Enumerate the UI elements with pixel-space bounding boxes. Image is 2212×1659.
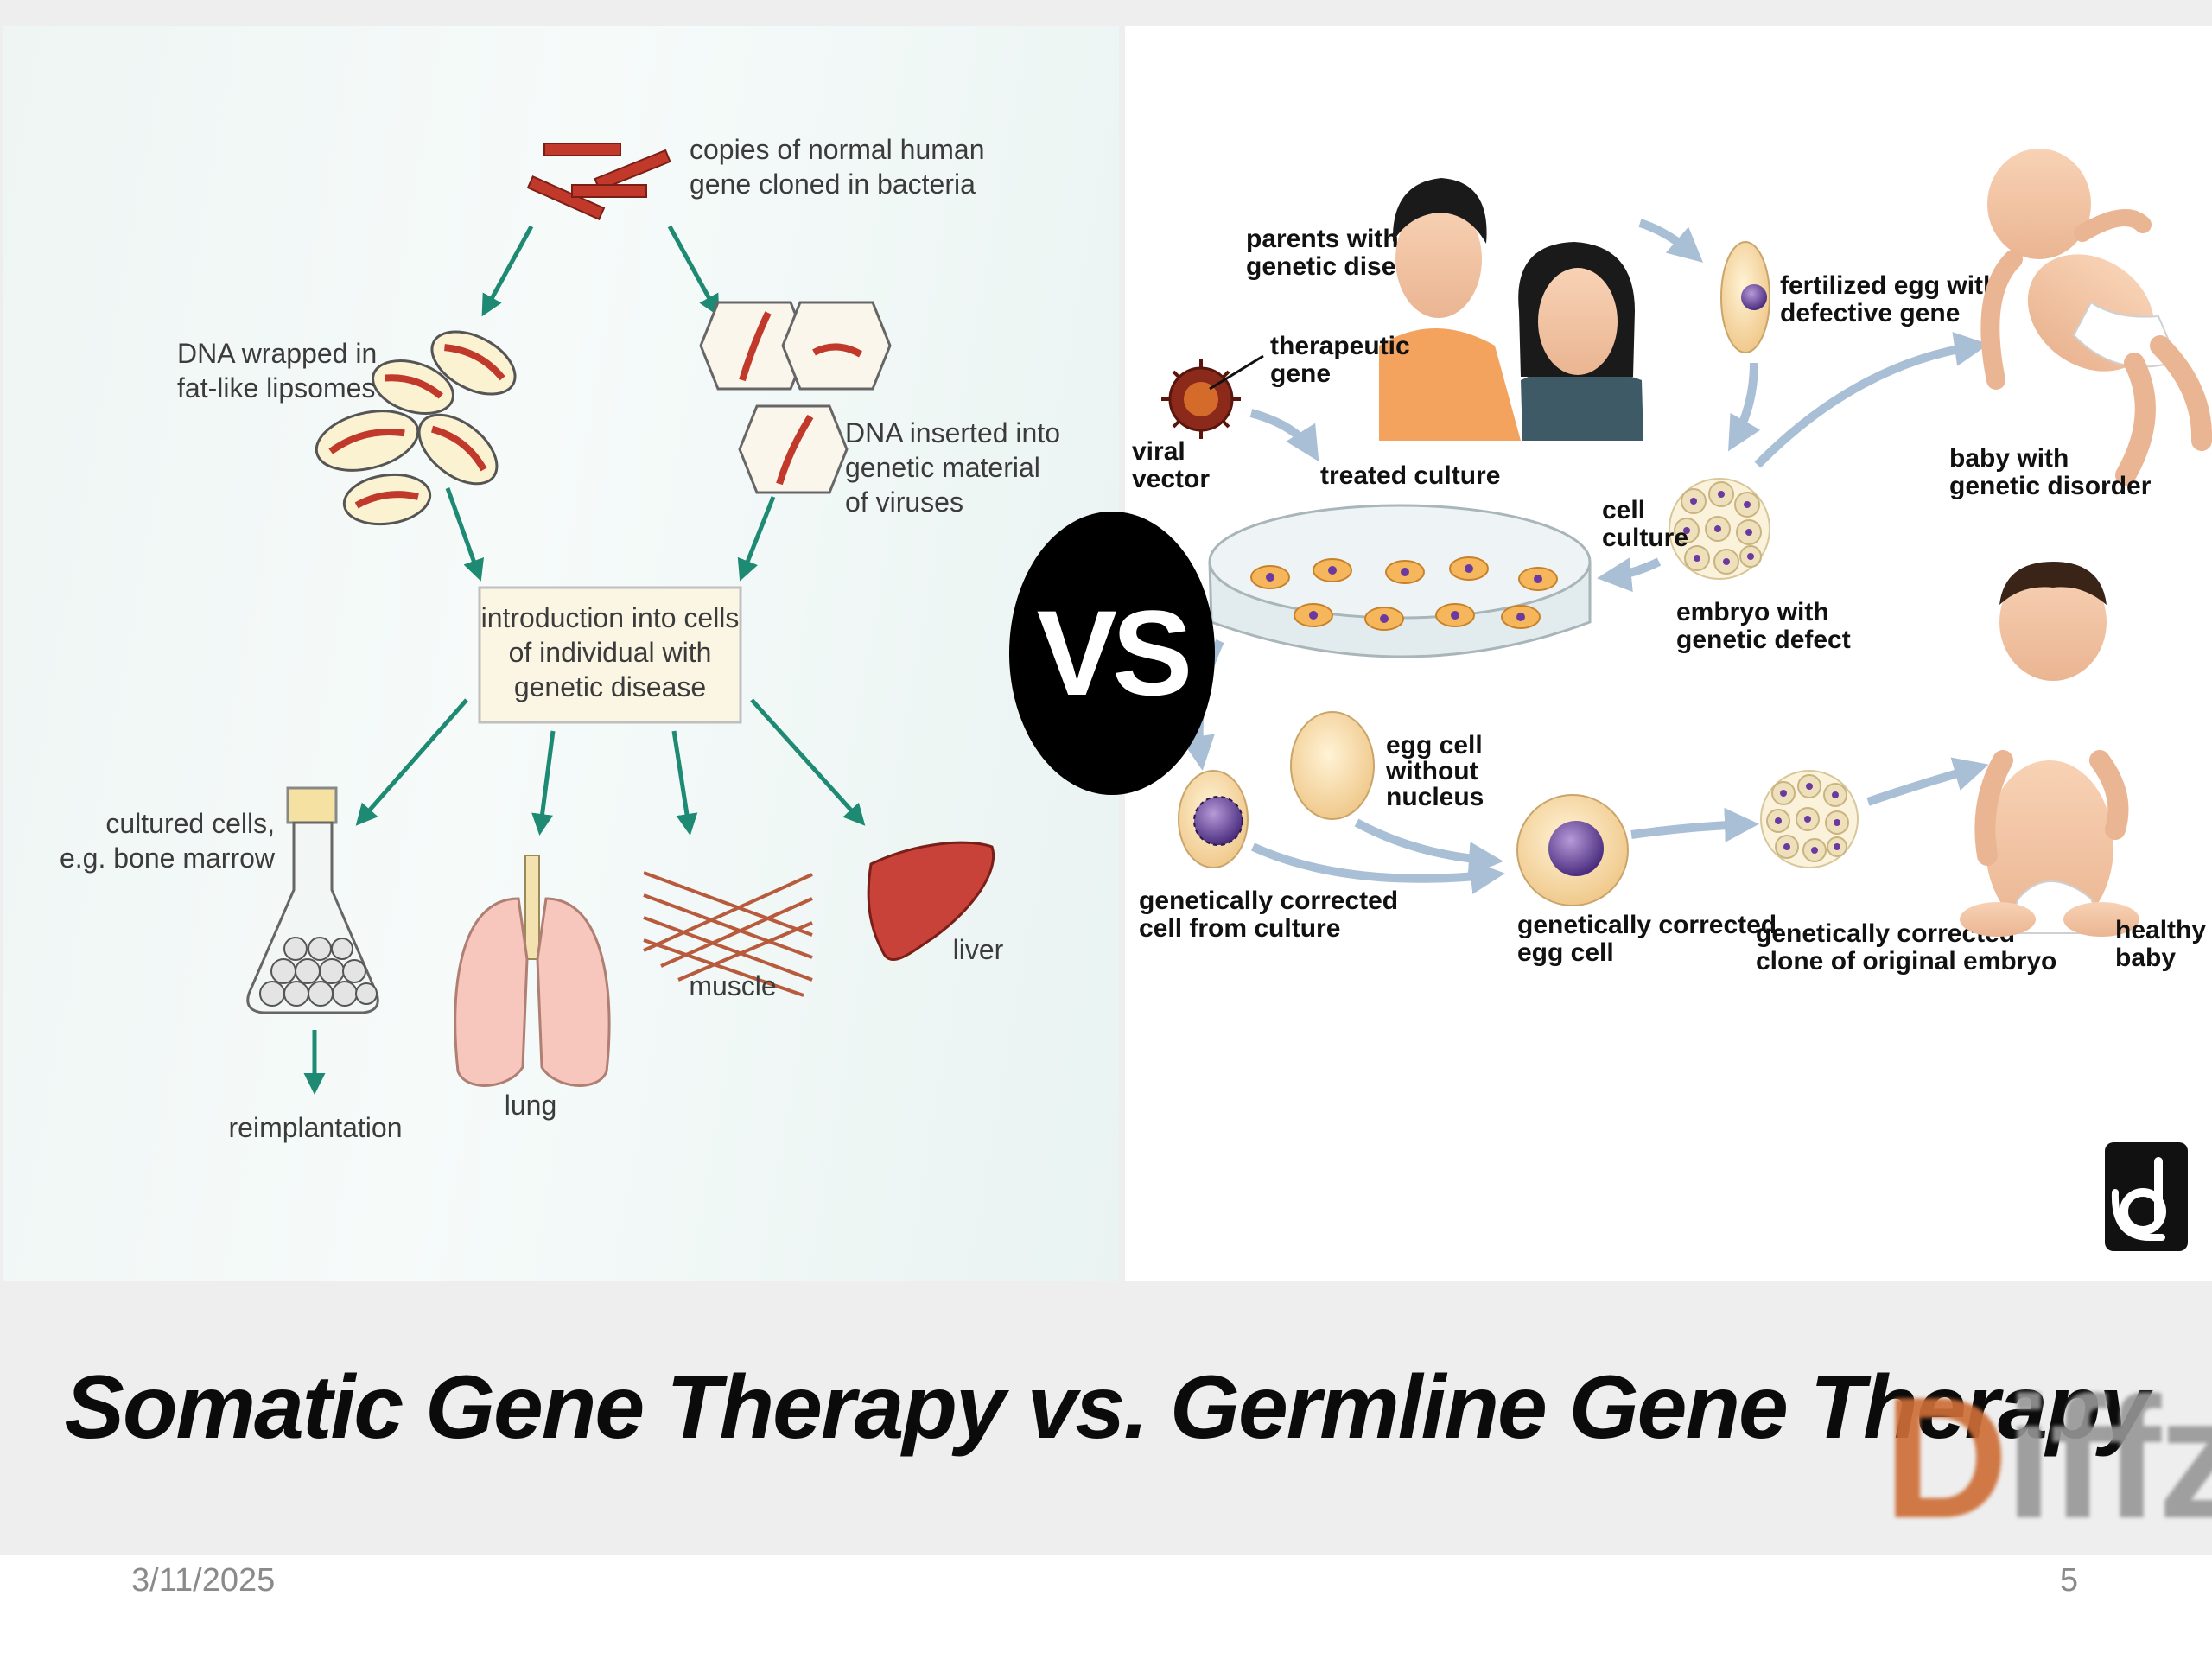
diffzi-logo-icon bbox=[2105, 1142, 2188, 1251]
label-corrected-egg-2: egg cell bbox=[1517, 938, 1614, 967]
label-eggcell-2: without bbox=[1385, 757, 1478, 785]
muscle-illustration bbox=[643, 871, 813, 997]
embryo-with-defect bbox=[1669, 478, 1770, 580]
culture-flask bbox=[246, 786, 379, 1014]
slide-title: Somatic Gene Therapy vs. Germline Gene T… bbox=[64, 1357, 2150, 1458]
corrected-clone-embryo bbox=[1760, 770, 1859, 868]
diffzi-watermark: Diffzi bbox=[1884, 1372, 2212, 1545]
arrow-vector-to-culture bbox=[1249, 409, 1319, 462]
label-intro-2: of individual with bbox=[509, 637, 712, 668]
arrow-eggcell-to-corrected-egg bbox=[1354, 818, 1503, 877]
label-parents-1: parents with bbox=[1246, 225, 1399, 253]
watermark-rest: iffzi bbox=[2005, 1362, 2212, 1554]
fertilized-egg bbox=[1720, 241, 1770, 353]
label-fertilized-1: fertilized egg with bbox=[1780, 271, 1999, 300]
label-liposomes-2: fat-like lipsomes bbox=[177, 372, 375, 404]
arrow-to-viruses bbox=[667, 225, 720, 317]
label-cellculture-1: cell bbox=[1602, 496, 1645, 524]
label-eggcell-3: nucleus bbox=[1386, 783, 1484, 811]
lung-illustration bbox=[454, 855, 611, 1087]
arrow-cell-to-corrected-egg bbox=[1250, 842, 1505, 894]
label-therapeutic-2: gene bbox=[1270, 359, 1331, 388]
label-corrected-egg-1: genetically corrected bbox=[1517, 911, 1777, 939]
label-gene-copies-2: gene cloned in bacteria bbox=[690, 168, 976, 200]
label-viral-1: viral bbox=[1132, 437, 1185, 466]
corrected-egg-cell bbox=[1516, 794, 1629, 906]
label-reimplantation: reimplantation bbox=[229, 1112, 403, 1143]
label-liposomes-1: DNA wrapped in bbox=[177, 338, 377, 369]
label-embryo-2: genetic defect bbox=[1676, 626, 1851, 654]
label-liver: liver bbox=[953, 934, 1004, 965]
label-embryo-1: embryo with bbox=[1676, 598, 1829, 626]
label-muscle: muscle bbox=[689, 970, 776, 1001]
label-baby-disorder-1: baby with bbox=[1949, 444, 2069, 473]
arrow-parents-to-egg bbox=[1638, 219, 1704, 263]
baby-with-disorder bbox=[1980, 149, 2212, 486]
arrow-liposomes-to-intro bbox=[445, 487, 485, 582]
arrow-to-lung bbox=[531, 730, 556, 836]
label-viruses-3: of viruses bbox=[845, 486, 963, 518]
arrow-to-cultured bbox=[355, 698, 468, 826]
label-cellculture-2: culture bbox=[1602, 524, 1688, 552]
arrow-embryo-to-culture bbox=[1597, 557, 1662, 593]
liposomes bbox=[315, 330, 517, 526]
label-intro-1: introduction into cells bbox=[481, 602, 740, 633]
label-viral-2: vector bbox=[1132, 465, 1210, 493]
slide-date: 3/11/2025 bbox=[131, 1562, 276, 1599]
egg-cell-without-nucleus bbox=[1290, 711, 1375, 820]
bacteria-gene-copies bbox=[526, 143, 671, 221]
label-healthy-2: baby bbox=[2115, 944, 2176, 972]
label-cultured-2: e.g. bone marrow bbox=[60, 842, 276, 874]
arrow-egg-to-clone bbox=[1630, 807, 1759, 842]
healthy-baby bbox=[1960, 562, 2139, 937]
arrow-clone-to-healthy-baby bbox=[1866, 757, 1989, 806]
slide-number: 5 bbox=[2059, 1562, 2078, 1599]
arrow-to-muscle bbox=[671, 730, 698, 836]
viral-vector bbox=[1161, 354, 1264, 439]
watermark-initial: D bbox=[1884, 1362, 2008, 1554]
vs-badge-text: VS bbox=[1036, 585, 1193, 721]
arrow-to-liver bbox=[750, 698, 866, 826]
viruses bbox=[699, 301, 892, 494]
label-gene-copies-1: copies of normal human bbox=[690, 134, 985, 165]
label-therapeutic-1: therapeutic bbox=[1270, 332, 1410, 360]
label-viruses-1: DNA inserted into bbox=[845, 417, 1060, 448]
label-cultured-1: cultured cells, bbox=[105, 808, 275, 839]
vs-badge: VS bbox=[1009, 512, 1215, 795]
label-treated-culture: treated culture bbox=[1320, 461, 1500, 490]
label-corrected-cell-1: genetically corrected bbox=[1139, 887, 1398, 915]
parents-illustration bbox=[1379, 178, 1643, 441]
arrow-to-liposomes bbox=[481, 225, 534, 317]
label-lung: lung bbox=[505, 1090, 557, 1121]
label-viruses-2: genetic material bbox=[845, 452, 1040, 483]
label-clone-2: clone of original embryo bbox=[1756, 947, 2056, 976]
label-corrected-cell-2: cell from culture bbox=[1139, 914, 1340, 943]
intro-box bbox=[478, 586, 742, 724]
liver-illustration bbox=[867, 841, 995, 962]
label-baby-disorder-2: genetic disorder bbox=[1949, 472, 2152, 500]
label-healthy-1: healthy bbox=[2115, 916, 2206, 944]
corrected-cell-from-culture bbox=[1178, 770, 1249, 868]
arrow-egg-to-embryo bbox=[1728, 362, 1761, 452]
arrow-viruses-to-intro bbox=[737, 496, 776, 582]
label-fertilized-2: defective gene bbox=[1780, 299, 1960, 327]
label-intro-3: genetic disease bbox=[514, 671, 706, 702]
label-eggcell-1: egg cell bbox=[1386, 731, 1483, 760]
arrow-embryo-to-baby bbox=[1754, 332, 1989, 468]
petri-dish bbox=[1208, 504, 1592, 658]
